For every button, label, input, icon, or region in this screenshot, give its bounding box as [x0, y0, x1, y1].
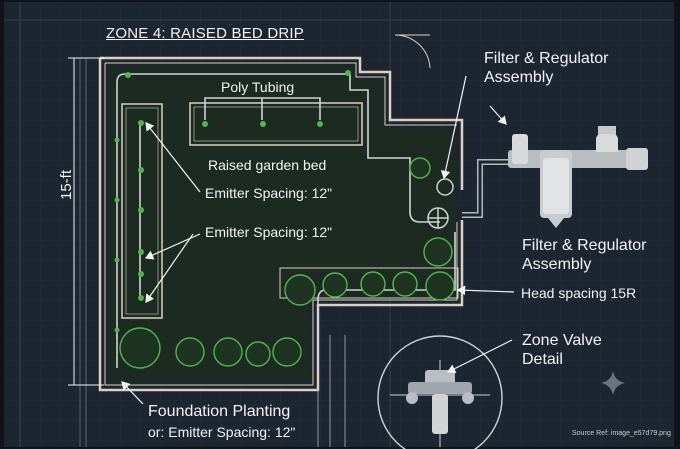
sparkle-icon: [601, 371, 625, 395]
filter-regulator-mid-line2: Assembly: [522, 256, 592, 273]
filter-regulator-graphic: [508, 126, 648, 228]
raised-bed-top: [189, 102, 363, 146]
label-filter-regulator-mid: Filter & Regulator Assembly: [522, 236, 647, 274]
label-foundation-planting: Foundation Planting: [148, 403, 291, 420]
leader-lines: [121, 75, 515, 405]
label-raised-bed: Raised garden bed: [208, 157, 327, 173]
label-filter-regulator-top: Filter & Regulator Assembly: [484, 49, 609, 87]
source-reference: Source Ref: image_e57d79.png: [572, 430, 671, 437]
diagram-title: ZONE 4: RAISED BED DRIP: [106, 25, 304, 42]
zone-valve-detail: [377, 335, 503, 449]
label-zone-valve: Zone Valve Detail: [522, 331, 602, 369]
label-emitter-spacing-2: Emitter Spacing: 12": [205, 224, 333, 240]
raised-bed-left: [121, 103, 163, 319]
filter-regulator-mid-line1: Filter & Regulator: [522, 237, 647, 254]
filter-regulator-top-line2: Assembly: [484, 69, 554, 86]
emitters: [114, 70, 351, 333]
zone-valve-line2: Detail: [522, 351, 563, 368]
label-head-spacing: Head spacing 15R: [521, 285, 637, 301]
zone-valve-line1: Zone Valve: [522, 332, 602, 349]
label-emitter-spacing-1: Emitter Spacing: 12": [205, 185, 333, 201]
dimension-label: 15-ft: [58, 169, 75, 200]
label-poly-tubing: Poly Tubing: [221, 79, 295, 95]
shrubs: [119, 157, 455, 369]
dimension-line: [68, 57, 104, 386]
label-foundation-emitter: or: Emitter Spacing: 12": [148, 424, 296, 440]
filter-regulator-top-line1: Filter & Regulator: [484, 50, 609, 67]
